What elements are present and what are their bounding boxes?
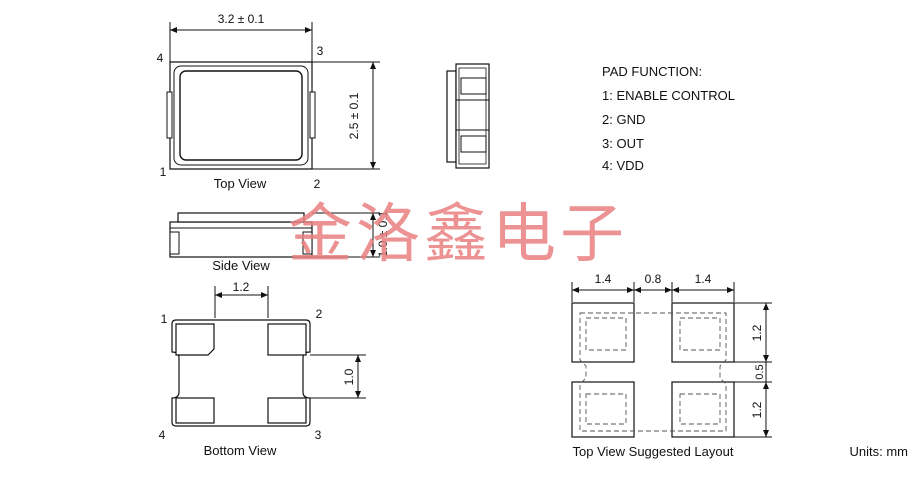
layout-caption: Top View Suggested Layout [573,444,734,459]
layout-pad-h-top-label: 1.2 [750,324,764,341]
layout-pad-2 [671,302,735,363]
layout-pad-3 [671,381,735,438]
layout-gap-v-label: 0.5 [754,364,766,379]
bottom-pad-width-dim-label: 1.2 [233,280,250,294]
bottom-pin-2-label: 2 [316,307,323,321]
bottom-pad-4 [175,397,215,424]
bottom-pad-3 [267,397,307,424]
end-view [446,63,490,169]
bottom-pad-1 [175,323,215,356]
top-lid [179,70,303,161]
top-pin-2-label: 2 [314,177,321,191]
watermark-text: 金洛鑫电子 [288,198,628,272]
bottom-pin-4-label: 4 [159,428,166,442]
top-pin-4-label: 4 [157,51,164,65]
top-height-dim-label: 2.5 ± 0.1 [347,92,361,139]
bottom-pad-height-dim-label: 1.0 [342,368,356,385]
bottom-view: 1.2 1.0 1 2 4 3 Bottom View [159,280,366,458]
side-view-caption: Side View [212,258,270,273]
pad-function-pin-1: 1: ENABLE CONTROL [602,88,735,103]
pad-function-pin-3: 3: OUT [602,136,644,151]
layout-pad-4 [571,381,635,438]
suggested-layout: 1.4 0.8 1.4 1.2 0.5 1.2 Top View Suggest… [571,272,772,459]
pad-function-pin-4: 4: VDD [602,158,644,173]
layout-gap-label: 0.8 [645,272,662,286]
layout-pad-h-bottom-label: 1.2 [750,401,764,418]
top-view-caption: Top View [214,176,267,191]
bottom-pin-1-label: 1 [161,312,168,326]
top-width-dim-label: 3.2 ± 0.1 [218,12,265,26]
top-pin-3-label: 3 [317,44,324,58]
top-view: 3.2 ± 0.1 2.5 ± 0.1 4 3 1 2 Top View [157,12,380,191]
layout-pad-w-left-label: 1.4 [595,272,612,286]
layout-pad-w-right-label: 1.4 [695,272,712,286]
bottom-view-caption: Bottom View [204,443,277,458]
pad-function-list: PAD FUNCTION: 1: ENABLE CONTROL 2: GND 3… [602,64,735,173]
layout-pad-1 [571,302,635,363]
units-label: Units: mm [850,444,909,459]
pad-function-pin-2: 2: GND [602,112,645,127]
bottom-pin-3-label: 3 [315,428,322,442]
side-thickness-dim-label: 1.0 ± 0.1 [376,210,390,257]
layout-package-outline [579,312,727,432]
top-package-outline [169,61,313,170]
top-pin-1-label: 1 [160,165,167,179]
bottom-pad-2 [267,323,307,356]
side-view: 1.0 ± 0.1 Side View [169,210,390,273]
pad-function-title: PAD FUNCTION: [602,64,702,79]
